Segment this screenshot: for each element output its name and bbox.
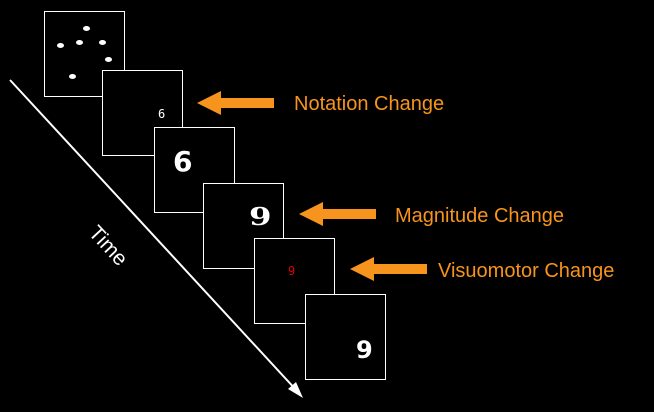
stimulus-frame-1 — [44, 11, 125, 97]
stimulus-digit: 6 — [173, 145, 193, 178]
stimulus-digit: 9 — [249, 202, 272, 231]
stimulus-frame-5: 9 — [254, 238, 335, 324]
notation-change-label: Notation Change — [294, 93, 445, 115]
stimulus-digit: 9 — [288, 264, 296, 278]
stimulus-dot — [76, 40, 83, 45]
visuomotor-change-arrow — [350, 257, 427, 281]
stimulus-dot — [105, 57, 112, 62]
stimulus-digit: 6 — [158, 107, 166, 121]
stimulus-dot — [57, 43, 64, 48]
magnitude-change-label: Magnitude Change — [395, 205, 565, 227]
notation-change-arrow — [197, 91, 274, 115]
time-axis-arrowhead — [288, 382, 303, 398]
stimulus-dot — [83, 26, 90, 31]
magnitude-change-arrow — [299, 202, 376, 226]
time-axis-line — [9, 79, 299, 393]
stimulus-digit: 9 — [356, 336, 373, 364]
stimulus-dot — [99, 40, 106, 45]
stimulus-frame-3: 6 — [154, 127, 235, 213]
stimulus-dot — [69, 74, 76, 79]
visuomotor-change-label: Visuomotor Change — [438, 260, 615, 282]
stimulus-frame-6: 9 — [305, 294, 386, 380]
